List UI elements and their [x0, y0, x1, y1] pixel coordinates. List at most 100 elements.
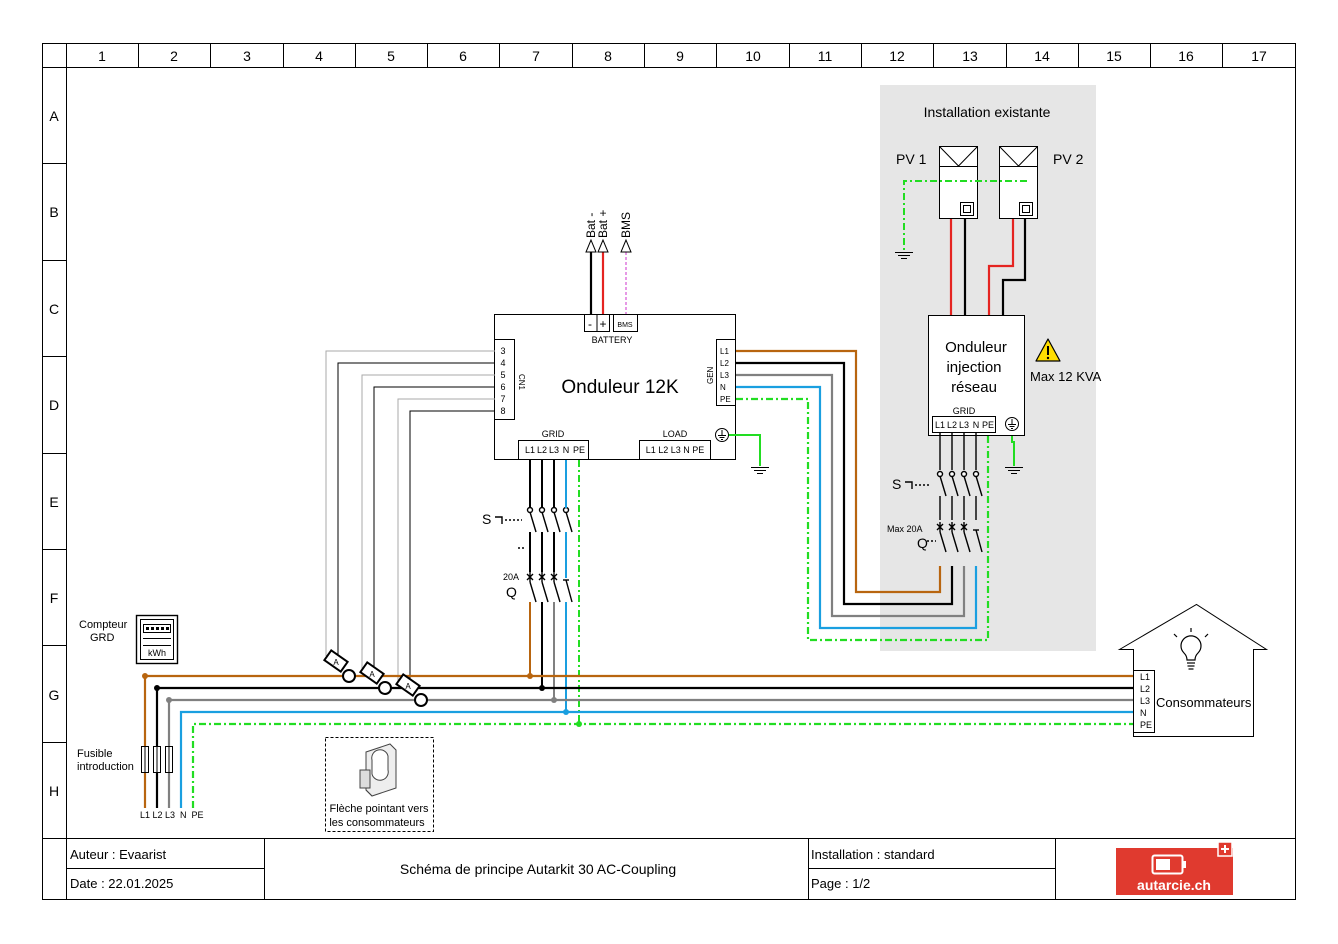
- terminal-label: PE: [982, 420, 994, 430]
- terminal-label: PE: [1140, 720, 1152, 730]
- main-switch-label: S: [482, 511, 491, 527]
- cn1-pin: 7: [500, 394, 505, 404]
- cn1-pins: 3 4 5 6 7 8: [500, 346, 505, 416]
- gen-terminals: L1 L2 L3 N PE: [720, 347, 731, 404]
- column-label: 3: [243, 48, 251, 64]
- consumers-label: Consommateurs: [1156, 695, 1252, 710]
- meter-label-line1: Compteur: [79, 619, 128, 631]
- grid-tie-inverter-label: Onduleur injection réseau: [945, 339, 1007, 396]
- cn1-pin: 8: [500, 406, 505, 416]
- column-label: 10: [745, 48, 761, 64]
- grid-tie-inverter: [928, 315, 1025, 436]
- main-inverter-ground-icon: [751, 467, 769, 474]
- terminal-label: L2: [1140, 684, 1150, 694]
- column-label: 1: [98, 48, 106, 64]
- bat-minus-label: Bat -: [584, 213, 598, 238]
- cn1-pin: 3: [500, 346, 505, 356]
- pv-dc-wires: [949, 219, 1027, 315]
- row-label: A: [49, 108, 59, 124]
- row-label: B: [49, 204, 58, 220]
- terminal-label: L1: [525, 445, 535, 455]
- row-label: D: [49, 397, 59, 413]
- energy-meter-icon: [135, 614, 179, 665]
- column-label: 5: [387, 48, 395, 64]
- gen-wires: [736, 349, 990, 642]
- cn1-label: CN1: [517, 374, 526, 391]
- installation-type: Installation : standard: [811, 847, 935, 862]
- column-label: 8: [604, 48, 612, 64]
- fuse-label-line1: Fusible: [77, 748, 112, 760]
- grid-column-labels: 1 2 3 4 5 6 7 8 9 10 11 12 13 14 15 16 1…: [98, 48, 1267, 64]
- meter-label-line2: GRD: [90, 632, 115, 644]
- gen-label: GEN: [706, 366, 715, 384]
- row-label: F: [50, 590, 59, 606]
- main-inverter-title: Onduleur 12K: [561, 377, 679, 398]
- warning-text: Max 12 KVA: [1030, 369, 1102, 384]
- ct1-letter: A: [333, 658, 339, 667]
- gen-terminal: L1: [720, 347, 729, 356]
- consumers-terminal-block: [1133, 670, 1155, 733]
- pv-earth-wire: [903, 180, 1027, 252]
- terminal-label: L1: [1140, 672, 1150, 682]
- current-sensor-ct3: A: [394, 672, 428, 707]
- current-sensor-ct2: A: [358, 660, 392, 695]
- main-inverter-earth-icon: [715, 428, 729, 442]
- grid-tie-switch-label: S: [892, 476, 901, 492]
- terminal-label: PE: [573, 445, 585, 455]
- gen-connector: [716, 339, 736, 406]
- ct-caption-line2: les consommateurs: [329, 817, 425, 829]
- grid-tie-earth-icon: [1005, 417, 1019, 431]
- gen-terminal: L2: [720, 359, 729, 368]
- terminal-label: L3: [1140, 696, 1150, 706]
- gen-terminal: L3: [720, 371, 729, 380]
- battery-label: BATTERY: [592, 335, 633, 345]
- terminal-label: N: [1140, 708, 1147, 718]
- grid-tie-grid-terminals: L1 L2 L3 N PE: [935, 420, 994, 430]
- fuse-label-line2: introduction: [77, 761, 134, 773]
- brand-name: autarcie.ch: [1137, 877, 1211, 893]
- row-label: C: [49, 301, 59, 317]
- title-block-frame: [66, 838, 1056, 899]
- column-label: 17: [1251, 48, 1267, 64]
- ct3-letter: A: [405, 682, 411, 691]
- grid-row-labels: A B C D E F G H: [49, 108, 60, 799]
- column-label: 7: [532, 48, 540, 64]
- main-breaker-label: Q: [506, 584, 517, 600]
- terminal-label: N: [563, 445, 570, 455]
- bms-terminal-label: BMS: [617, 322, 633, 329]
- grid-tie-breaker-rating: Max 20A: [887, 524, 923, 534]
- column-label: 16: [1178, 48, 1194, 64]
- grid-tie-inverter-label-line3: réseau: [951, 379, 997, 396]
- battery-wires: [589, 252, 627, 314]
- current-sensor-ct1: A: [322, 648, 356, 683]
- column-label: 4: [315, 48, 323, 64]
- drawing-title: Schéma de principe Autarkit 30 AC-Coupli…: [400, 861, 676, 877]
- ct-clamp-icon: [359, 743, 397, 797]
- consumers-house: [1117, 603, 1269, 737]
- gen-terminal: N: [720, 383, 726, 392]
- main-grid-wires: [529, 460, 580, 724]
- column-label: 13: [962, 48, 978, 64]
- meter-unit: kWh: [148, 648, 166, 658]
- terminal-label: N: [973, 420, 980, 430]
- grid-tie-earth-wire: [1011, 436, 1015, 466]
- fuse-icons: [141, 746, 173, 773]
- battery-arrow-icons: [585, 238, 632, 253]
- cn1-pin: 6: [500, 382, 505, 392]
- grid-tie-inverter-label-line1: Onduleur: [945, 339, 1007, 356]
- terminal-label: L2: [537, 445, 547, 455]
- bms-arrow-label: BMS: [619, 212, 633, 238]
- grid-tie-inverter-label-line2: injection: [946, 359, 1001, 376]
- column-label: 14: [1034, 48, 1050, 64]
- bms-terminal: [613, 314, 638, 332]
- pv2-label: PV 2: [1053, 151, 1084, 167]
- ct-caption-line1: Flèche pointant vers: [329, 803, 429, 815]
- row-label: H: [49, 783, 59, 799]
- warning-icon: [1035, 338, 1061, 362]
- cn1-pin: 4: [500, 358, 505, 368]
- grid-tie-grid-label: GRID: [953, 406, 976, 416]
- battery-icon: [1151, 854, 1186, 875]
- load-terminals: L1 L2 L3 N PE: [646, 445, 705, 455]
- main-breaker-rating: 20A: [503, 572, 519, 582]
